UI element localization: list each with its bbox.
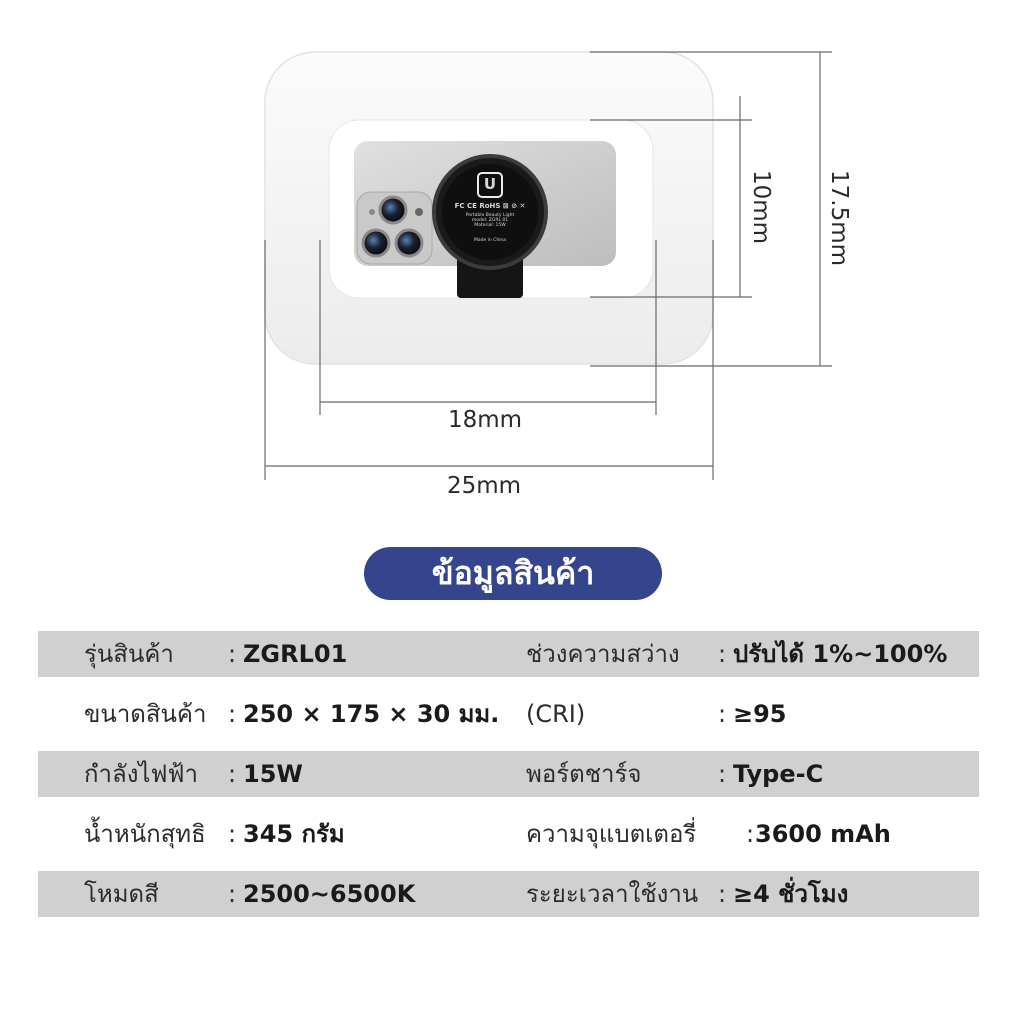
outer-height-label: 17.5mm — [826, 170, 852, 267]
inner-height-label: 10mm — [748, 170, 774, 245]
spec-label: ช่วงความสว่าง — [526, 640, 680, 668]
section-title: ข้อมูลสินค้า — [431, 554, 595, 592]
spec-colon: : — [746, 820, 755, 848]
section-title-badge: ข้อมูลสินค้า — [364, 547, 662, 600]
certification-marks: FC CE RoHS ⊠ ⊘ ✕ — [454, 202, 526, 210]
product-illustration — [264, 51, 832, 480]
spec-row: รุ่นสินค้า : ZGRL01 ช่วงความสว่าง : ปรับ… — [38, 631, 979, 677]
spec-value: ≥95 — [733, 700, 787, 728]
spec-table: รุ่นสินค้า : ZGRL01 ช่วงความสว่าง : ปรับ… — [38, 631, 979, 931]
spec-row: โหมดสี : 2500~6500K ระยะเวลาใช้งาน : ≥4 … — [38, 871, 979, 917]
spec-label: รุ่นสินค้า — [84, 640, 174, 668]
spec-label: ขนาดสินค้า — [84, 700, 207, 728]
spec-value: ปรับได้ 1%~100% — [733, 640, 948, 668]
spec-label: ระยะเวลาใช้งาน — [526, 880, 699, 908]
spec-value: 15W — [243, 760, 303, 788]
spec-colon: : — [718, 700, 727, 728]
spec-value: Type-C — [733, 760, 824, 788]
camera-module — [356, 191, 433, 265]
spec-colon: : — [718, 760, 727, 788]
model-line-2: model: ZGRL 01 — [471, 218, 509, 223]
spec-value: 2500~6500K — [243, 880, 416, 908]
spec-row: น้ำหนักสุทธิ : 345 กรัม ความจุแบตเตอรี่ … — [38, 811, 979, 857]
product-figure: 18mm 25mm 10mm 17.5mm U FC CE RoHS ⊠ ⊘ ✕… — [264, 51, 852, 499]
spec-label: กำลังไฟฟ้า — [84, 760, 198, 788]
spec-colon: : — [228, 820, 237, 848]
spec-value: 3600 mAh — [755, 820, 891, 848]
outer-width-label: 25mm — [447, 473, 522, 499]
spec-colon: : — [228, 700, 237, 728]
spec-colon: : — [228, 760, 237, 788]
spec-row: กำลังไฟฟ้า : 15W พอร์ตชาร์จ : Type-C — [38, 751, 979, 797]
magnetic-mount — [432, 154, 548, 298]
u-logo: U — [477, 172, 503, 198]
spec-label: ความจุแบตเตอรี่ — [526, 820, 697, 848]
spec-value: ≥4 ชั่วโมง — [733, 880, 849, 908]
dimension-lines — [264, 51, 832, 480]
spec-value: 250 × 175 × 30 มม. — [243, 700, 500, 728]
spec-value: ZGRL01 — [243, 640, 348, 668]
spec-label: พอร์ตชาร์จ — [526, 760, 642, 788]
spec-label: น้ำหนักสุทธิ — [84, 820, 206, 848]
spec-label: โหมดสี — [84, 880, 159, 908]
model-line-1: Portable Beauty Light — [465, 213, 515, 218]
spec-colon: : — [718, 880, 727, 908]
origin-text: Made in China — [473, 238, 507, 243]
device-face: U FC CE RoHS ⊠ ⊘ ✕ Portable Beauty Light… — [442, 160, 538, 264]
spec-colon: : — [718, 640, 727, 668]
spec-row: ขนาดสินค้า : 250 × 175 × 30 มม. (CRI) : … — [38, 691, 979, 737]
spec-label: (CRI) — [526, 700, 586, 728]
model-line-3: Material: 15W — [474, 223, 506, 228]
spec-colon: : — [228, 880, 237, 908]
spec-colon: : — [228, 640, 237, 668]
spec-value: 345 กรัม — [243, 820, 345, 848]
inner-width-label: 18mm — [448, 407, 523, 433]
